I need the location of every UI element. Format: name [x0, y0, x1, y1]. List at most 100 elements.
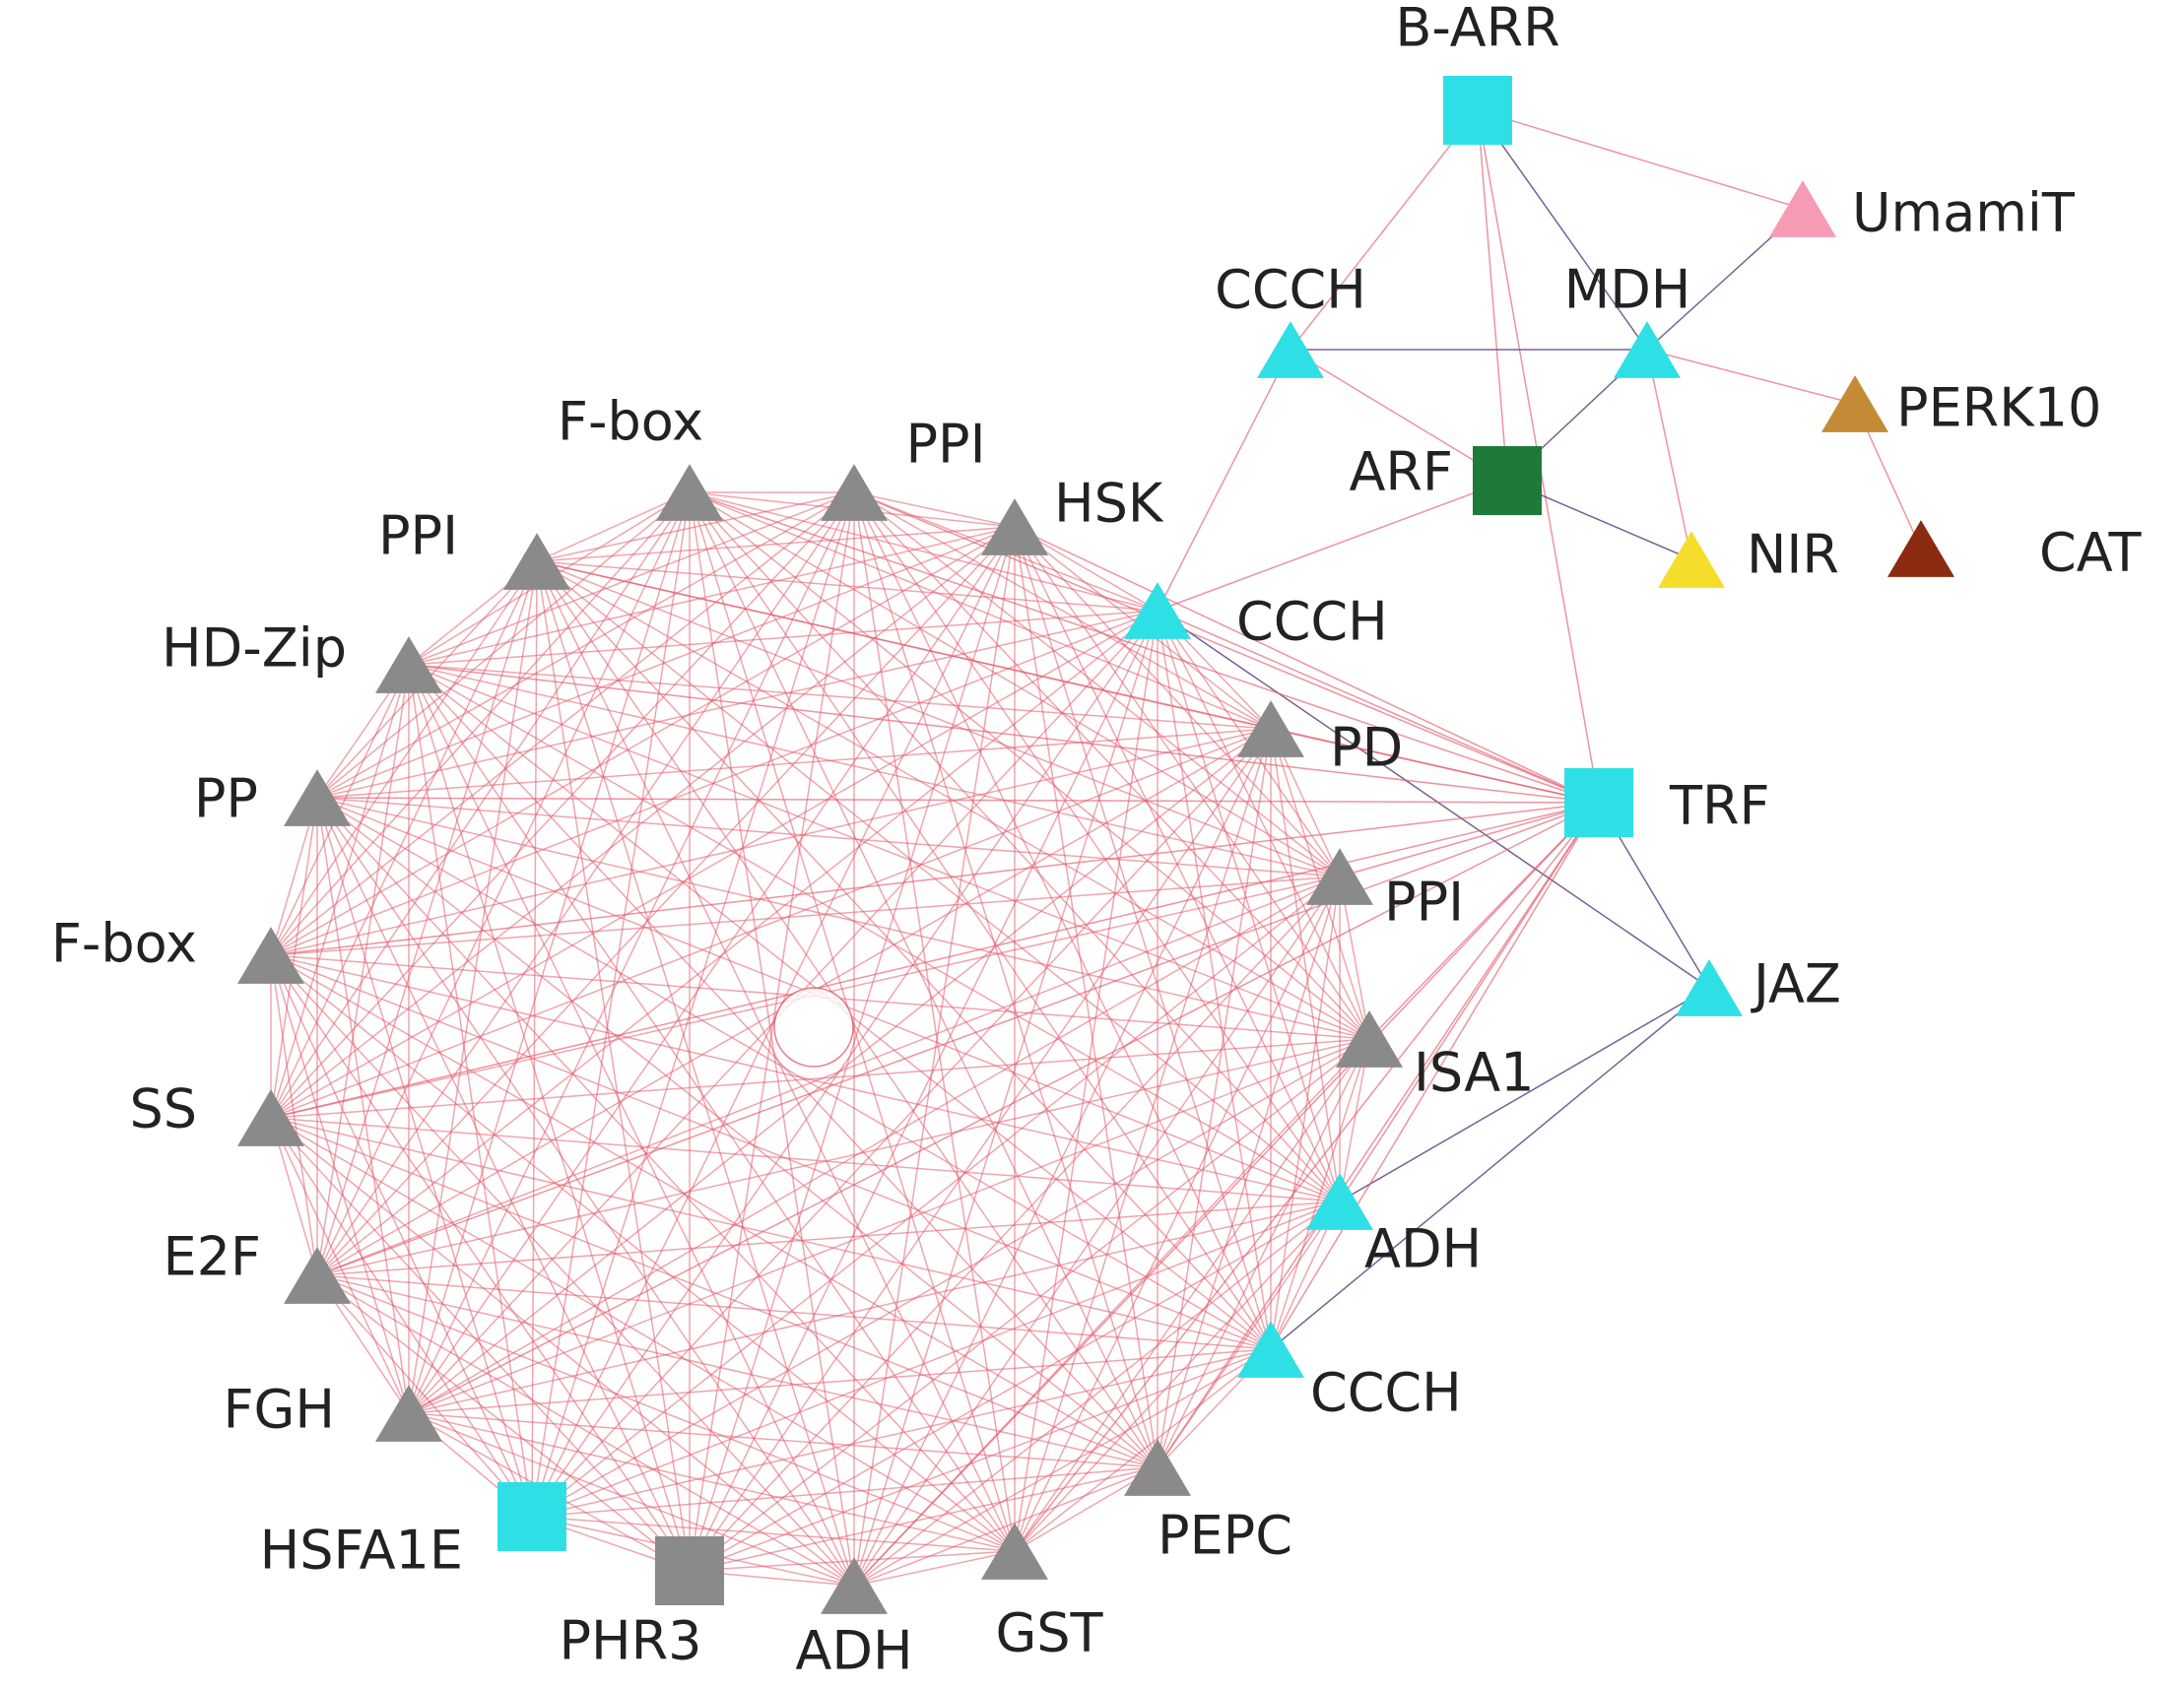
edge-adh_1-fgh — [408, 1201, 1341, 1414]
edge-mdh-perk10 — [1646, 349, 1856, 405]
node-label-ss: SS — [129, 1078, 197, 1140]
edge-ss-pp — [270, 797, 318, 1119]
edge-fgh-ss — [270, 1117, 410, 1414]
node-label-ccch_3: CCCH — [1310, 1362, 1462, 1424]
edge-ccch_2-hsfa1e — [531, 610, 1158, 1518]
edge-ppi_2-pepc — [1157, 876, 1341, 1468]
edge-mdh-nir — [1646, 349, 1692, 560]
edge-ccch_2-ss — [270, 610, 1158, 1119]
edge-gst-hsfa1e — [531, 1516, 1016, 1552]
node-hd_zip-triangle — [375, 636, 442, 693]
edge-ppi_1-isa1 — [853, 491, 1370, 1040]
edge-trf-ss — [270, 802, 1600, 1119]
edge-ccch_3-ppi_3 — [536, 560, 1272, 1350]
edge-isa1-gst — [1014, 1038, 1370, 1552]
node-gst-triangle — [981, 1523, 1048, 1580]
node-f_box_2-triangle — [237, 927, 304, 984]
node-label-pepc: PEPC — [1158, 1505, 1292, 1567]
edge-trf-ppi_2 — [1339, 802, 1600, 877]
edge-trf-pp — [316, 797, 1600, 804]
edge-hsfa1e-ppi_3 — [531, 560, 538, 1518]
node-phr3-square — [655, 1536, 724, 1605]
edge-ccch_3-hsfa1e — [531, 1348, 1272, 1518]
node-label-ppi_3: PPI — [378, 505, 458, 567]
node-label-jaz: JAZ — [1751, 953, 1841, 1015]
edge-isa1-e2f — [316, 1038, 1370, 1276]
edge-adh_2-pp — [316, 797, 855, 1587]
edge-isa1-phr3 — [689, 1038, 1370, 1572]
edge-ppi_1-ss — [270, 491, 855, 1119]
edge-fgh-f_box_2 — [270, 954, 410, 1414]
node-label-adh_1: ADH — [1364, 1218, 1482, 1280]
edge-trf-ccch_3 — [1270, 802, 1600, 1350]
edge-ccch_2-hd_zip — [408, 610, 1158, 666]
node-label-b_arr: B-ARR — [1395, 0, 1559, 59]
node-arf-square — [1473, 446, 1542, 515]
edge-ppi_1-ppi_3 — [536, 491, 855, 562]
node-label-hd_zip: HD-Zip — [162, 617, 347, 680]
edge-e2f-hd_zip — [316, 664, 410, 1276]
edge-b_arr-ccch_top — [1290, 109, 1479, 351]
edge-ccch_2-gst — [1014, 610, 1158, 1552]
edge-ccch_3-ss — [270, 1117, 1272, 1350]
node-label-f_box_2: F-box — [51, 913, 197, 975]
edge-hsk-ppi_3 — [536, 526, 1016, 562]
edge-e2f-f_box_2 — [270, 954, 318, 1276]
edge-gst-pp — [316, 797, 1016, 1552]
edge-fgh-pp — [316, 797, 410, 1414]
edge-ppi_1-pepc — [853, 491, 1158, 1468]
edge-isa1-hd_zip — [408, 664, 1370, 1040]
edge-adh_2-f_box_2 — [270, 954, 855, 1587]
edge-hsfa1e-f_box_2 — [270, 954, 533, 1518]
edge-f_box_1-isa1 — [689, 491, 1370, 1040]
edge-b_arr-arf — [1477, 109, 1508, 482]
edge-trf-fgh — [408, 802, 1600, 1414]
edge-isa1-pepc — [1157, 1038, 1370, 1468]
edge-pd-adh_2 — [853, 728, 1272, 1587]
edge-jaz-adh_1 — [1339, 987, 1710, 1202]
edge-ccch_2-e2f — [316, 610, 1158, 1276]
edge-trf-f_box_2 — [270, 802, 1600, 956]
node-label-ccch_top: CCCH — [1215, 259, 1366, 321]
node-label-phr3: PHR3 — [559, 1610, 701, 1672]
edge-phr3-f_box_2 — [270, 954, 691, 1572]
edge-ccch_3-gst — [1014, 1348, 1272, 1552]
node-ppi_1-triangle — [821, 464, 888, 521]
edge-f_box_1-ccch_3 — [689, 491, 1272, 1350]
edge-adh_1-hd_zip — [408, 664, 1341, 1202]
edge-ccch_3-adh_2 — [853, 1348, 1272, 1587]
edge-hsk-ppi_2 — [1014, 526, 1341, 877]
node-trf-square — [1564, 768, 1633, 837]
edge-adh_2-ss — [270, 1117, 855, 1587]
edge-gst-ppi_3 — [536, 560, 1016, 1552]
edge-pepc-f_box_2 — [270, 954, 1158, 1468]
node-label-ppi_2: PPI — [1384, 872, 1464, 934]
edge-ccch_2-ccch_3 — [1157, 610, 1272, 1350]
edge-f_box_1-adh_2 — [689, 491, 855, 1587]
edge-adh_1-f_box_2 — [270, 954, 1341, 1202]
edge-phr3-pp — [316, 797, 691, 1572]
node-label-perk10: PERK10 — [1896, 377, 2101, 439]
edge-hsfa1e-ss — [270, 1117, 533, 1518]
edge-ss-hd_zip — [270, 664, 410, 1119]
edge-hsk-e2f — [316, 526, 1016, 1276]
edge-gst-fgh — [408, 1412, 1016, 1552]
node-b_arr-square — [1443, 76, 1512, 145]
node-label-ppi_1: PPI — [905, 414, 985, 476]
node-ccch_2-triangle — [1124, 582, 1191, 639]
edge-ccch_3-phr3 — [689, 1348, 1272, 1572]
edge-f_box_1-ppi_3 — [536, 491, 691, 562]
edge-ccch_top-arf — [1290, 349, 1508, 482]
edge-f_box_1-pp — [316, 491, 691, 799]
edge-ccch_2-phr3 — [689, 610, 1158, 1572]
node-label-arf: ARF — [1349, 441, 1453, 503]
node-label-hsk: HSK — [1054, 473, 1164, 535]
edge-hsk-fgh — [408, 526, 1016, 1414]
edge-phr3-ppi_3 — [536, 560, 691, 1572]
edge-ccch_3-f_box_2 — [270, 954, 1272, 1350]
edge-hsk-phr3 — [689, 526, 1016, 1572]
edge-trf-hd_zip — [408, 664, 1600, 804]
edge-ppi_1-pp — [316, 491, 855, 799]
node-label-hsfa1e: HSFA1E — [260, 1520, 463, 1582]
